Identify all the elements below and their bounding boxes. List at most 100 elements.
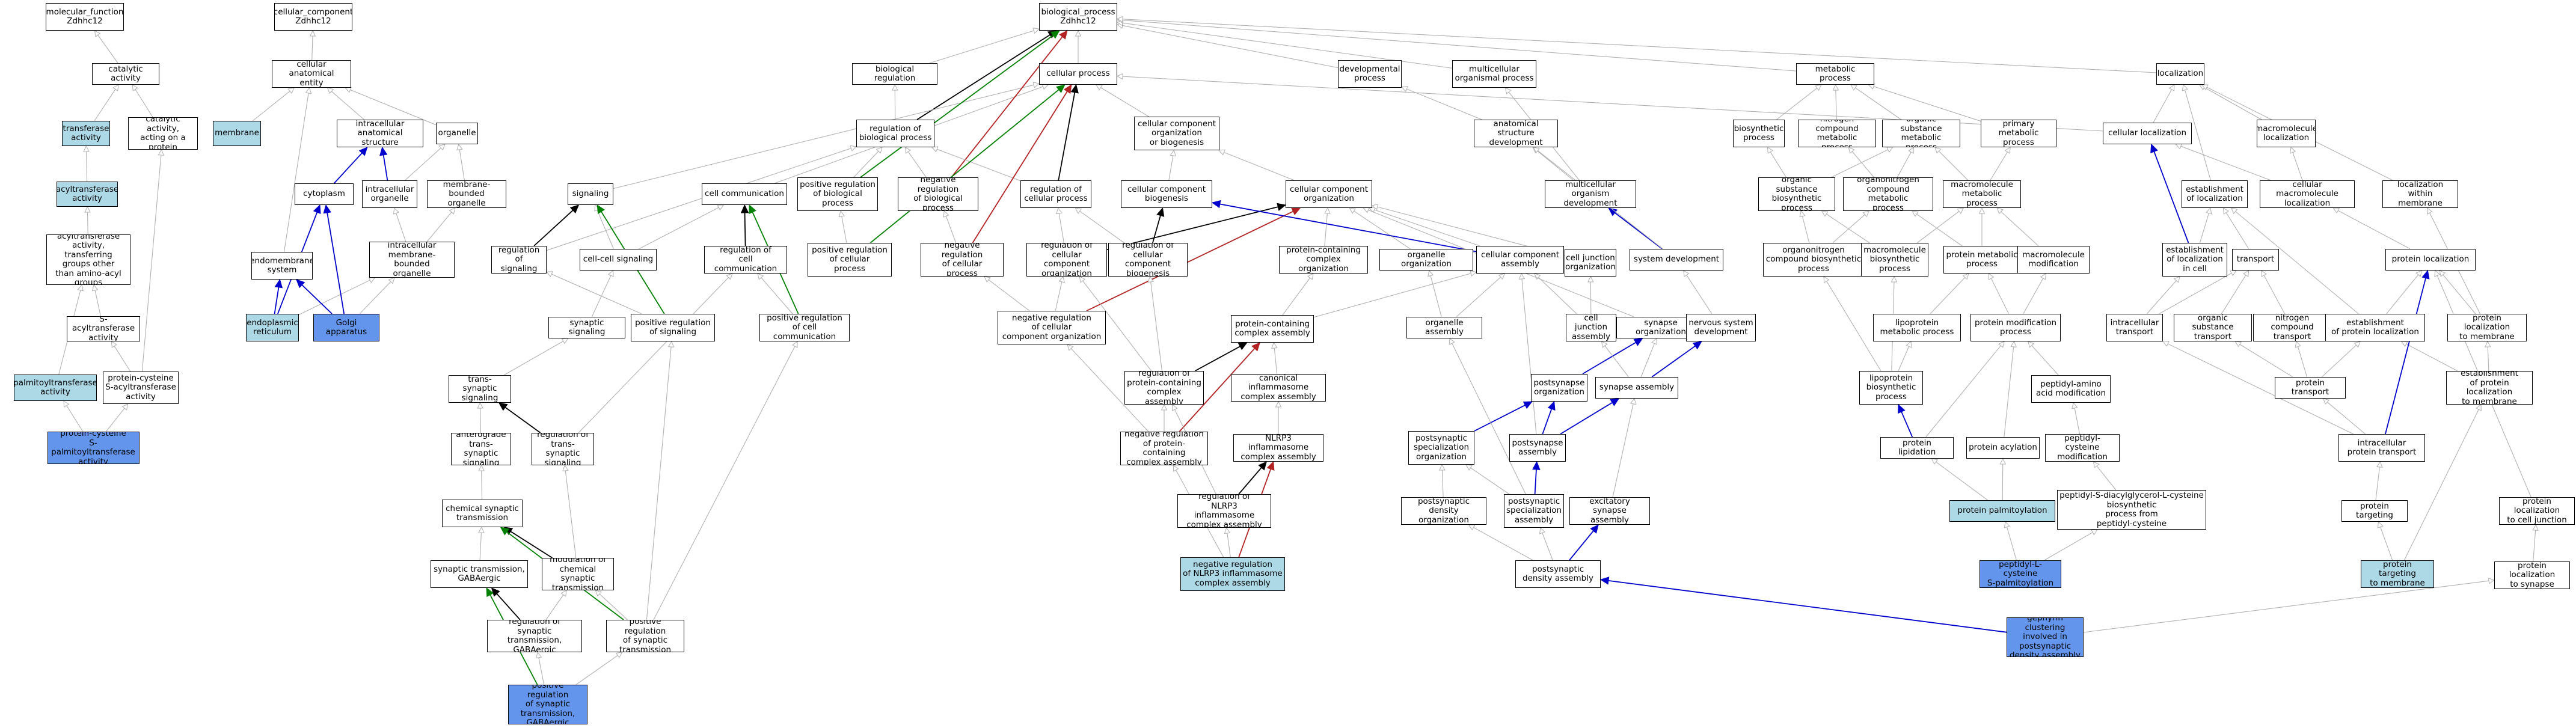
go-term-canon-inflam[interactable]: canonical inflammasome complex assembly: [1231, 374, 1326, 402]
go-term-membrane[interactable]: membrane: [213, 121, 261, 146]
go-term-syn-gaba[interactable]: synaptic transmission, GABAergic: [431, 560, 528, 588]
go-term-transferase[interactable]: transferase activity: [62, 121, 110, 146]
go-term-intra-transport[interactable]: intracellular transport: [2106, 314, 2163, 341]
go-term-palmitoyl-tr[interactable]: palmitoyltransferase activity: [14, 375, 97, 401]
go-term-s-acyl[interactable]: S-acyltransferase activity: [67, 316, 140, 341]
go-term-catalytic-protein[interactable]: catalytic activity, acting on a protein: [128, 117, 198, 150]
go-term-organonitro-metab[interactable]: organonitrogen compound metabolic proces…: [1843, 177, 1933, 211]
go-term-antero[interactable]: anterograde trans-synaptic signaling: [451, 433, 511, 465]
go-term-macromol-metab[interactable]: macromolecule metabolic process: [1943, 180, 2021, 208]
go-term-neg-reg-cell-proc[interactable]: negative regulation of cellular process: [921, 243, 1004, 277]
go-term-cc-root[interactable]: cellular_component Zdhhc12: [274, 3, 352, 31]
go-term-nlrp3-assembly[interactable]: NLRP3 inflammasome complex assembly: [1233, 434, 1323, 462]
go-term-organelle-assembly[interactable]: organelle assembly: [1406, 317, 1482, 338]
go-term-organonitro-biosyn[interactable]: organonitrogen compound biosynthetic pro…: [1763, 243, 1864, 277]
go-term-prot-cc-org[interactable]: protein-containing complex organization: [1279, 246, 1368, 274]
go-term-dev-proc[interactable]: developmental process: [1338, 60, 1402, 88]
go-term-cytoplasm[interactable]: cytoplasm: [295, 183, 354, 205]
go-term-org-sub-metab[interactable]: organic substance metabolic process: [1882, 120, 1960, 147]
go-term-org-sub-transport[interactable]: organic substance transport: [2174, 314, 2252, 341]
go-term-pos-reg-cell-comm[interactable]: positive regulation of cell communicatio…: [759, 314, 850, 341]
go-term-multi-dev[interactable]: multicellular organism development: [1545, 180, 1636, 208]
go-term-lipoprot-biosyn[interactable]: lipoprotein biosynthetic process: [1859, 371, 1923, 405]
go-term-est-prot-loc-mem[interactable]: establishment of protein localization to…: [2446, 371, 2533, 405]
go-term-postsyn-org[interactable]: postsynapse organization: [1531, 374, 1587, 402]
go-term-postsyn-spec-assembly[interactable]: postsynaptic specialization assembly: [1504, 494, 1564, 528]
go-term-n-comp-metab[interactable]: nitrogen compound metabolic process: [1798, 120, 1876, 147]
go-term-reg-pc-assembly[interactable]: regulation of protein-containing complex…: [1124, 371, 1204, 405]
go-term-pep-cys-mod[interactable]: peptidyl-cysteine modification: [2045, 434, 2120, 462]
go-term-reg-syn-gaba[interactable]: regulation of synaptic transmission, GAB…: [487, 620, 582, 652]
go-term-macromol-loc[interactable]: macromolecule localization: [2257, 120, 2316, 147]
go-term-reg-bp[interactable]: regulation of biological process: [856, 120, 934, 147]
go-term-postsyn-density-assembly[interactable]: postsynaptic density assembly: [1515, 560, 1601, 588]
go-term-transport[interactable]: transport: [2232, 249, 2279, 271]
go-term-anat-dev[interactable]: anatomical structure development: [1474, 120, 1558, 147]
go-term-multi-proc[interactable]: multicellular organismal process: [1452, 60, 1536, 88]
go-term-excit-syn-assembly[interactable]: excitatory synapse assembly: [1569, 497, 1650, 525]
go-term-prot-loc-mem[interactable]: protein localization to membrane: [2447, 314, 2527, 341]
go-term-neg-reg-bp[interactable]: negative regulation of biological proces…: [898, 177, 978, 211]
go-term-bio-reg[interactable]: biological regulation: [852, 63, 937, 85]
go-term-n-comp-transport[interactable]: nitrogen compound transport: [2253, 314, 2331, 341]
go-term-cc-biog[interactable]: cellular component biogenesis: [1121, 180, 1212, 208]
go-term-reg-cc-org[interactable]: regulation of cellular component organiz…: [1026, 243, 1107, 277]
go-term-neg-reg-pc-assembly[interactable]: negative regulation of protein-containin…: [1120, 432, 1208, 465]
go-term-cell-macromol-loc[interactable]: cellular macromolecule localization: [2260, 180, 2355, 208]
go-term-biosyn[interactable]: biosynthetic process: [1733, 120, 1785, 147]
go-term-prot-loc-cj[interactable]: protein localization to cell junction: [2499, 497, 2575, 525]
go-term-pos-reg-bp[interactable]: positive regulation of biological proces…: [797, 177, 878, 211]
go-term-endomem[interactable]: endomembrane system: [251, 252, 313, 280]
go-term-organelle[interactable]: organelle: [436, 123, 478, 144]
go-term-mem-bound[interactable]: membrane-bounded organelle: [427, 180, 506, 208]
go-term-cc-org-biog[interactable]: cellular component organization or bioge…: [1134, 117, 1219, 150]
go-term-pep-l-cys-palm[interactable]: peptidyl-L-cysteine S-palmitoylation: [1980, 560, 2061, 588]
go-term-reg-cell-comm[interactable]: regulation of cell communication: [704, 246, 787, 274]
go-term-pep-amino-mod[interactable]: peptidyl-amino acid modification: [2031, 375, 2111, 403]
go-term-prot-cc-assembly[interactable]: protein-containing complex assembly: [1231, 315, 1314, 343]
go-term-prot-target-mem[interactable]: protein targeting to membrane: [2361, 560, 2434, 588]
go-term-prot-loc[interactable]: protein localization: [2385, 249, 2476, 271]
go-term-macromol-mod[interactable]: macromolecule modification: [2017, 246, 2090, 274]
go-term-er[interactable]: endoplasmic reticulum: [246, 314, 299, 341]
go-term-organelle-org[interactable]: organelle organization: [1379, 249, 1473, 271]
go-term-acyl-other[interactable]: acyltransferase activity, transferring g…: [46, 234, 130, 285]
go-term-pos-reg-cell-proc[interactable]: positive regulation of cellular process: [808, 243, 892, 277]
go-term-acyltransferase[interactable]: acyltransferase activity: [57, 182, 118, 207]
go-term-reg-nlrp3[interactable]: regulation of NLRP3 inflammasome complex…: [1177, 494, 1271, 528]
go-term-metab[interactable]: metabolic process: [1796, 63, 1874, 85]
go-term-reg-cell-proc[interactable]: regulation of cellular process: [1020, 180, 1091, 208]
go-term-gephyrin[interactable]: gephyrin clustering involved in postsyna…: [2007, 617, 2084, 657]
go-term-mf[interactable]: molecular_function Zdhhc12: [46, 3, 124, 31]
go-term-localization[interactable]: localization: [2156, 63, 2204, 85]
go-term-intra-mem-bound[interactable]: intracellular membrane-bounded organelle: [369, 242, 455, 278]
go-term-reg-trans-syn[interactable]: regulation of trans-synaptic signaling: [532, 433, 594, 465]
go-term-pep-diacyl[interactable]: peptidyl-S-diacylglycerol-L-cysteine bio…: [2057, 490, 2206, 530]
go-term-prot-mod[interactable]: protein modification process: [1970, 314, 2061, 341]
go-term-syn-sig[interactable]: synaptic signaling: [548, 317, 625, 338]
go-term-pos-reg-syn-gaba[interactable]: positive regulation of synaptic transmis…: [508, 685, 587, 724]
go-term-est-loc-cell[interactable]: establishment of localization in cell: [2162, 243, 2227, 277]
go-term-loc-mem[interactable]: localization within membrane: [2382, 180, 2458, 208]
go-term-prot-lipid[interactable]: protein lipidation: [1880, 437, 1954, 459]
go-term-pos-reg-sig[interactable]: positive regulation of signaling: [631, 314, 715, 341]
go-term-cc-org[interactable]: cellular component organization: [1286, 180, 1372, 208]
go-term-nerv-dev[interactable]: nervous system development: [1686, 314, 1756, 341]
go-term-est-prot-loc[interactable]: establishment of protein localization: [2325, 314, 2425, 341]
go-term-postsyn-assembly[interactable]: postsynapse assembly: [1509, 434, 1566, 462]
go-term-est-loc[interactable]: establishment of localization: [2182, 180, 2248, 208]
go-term-cell-cell-sig[interactable]: cell-cell signaling: [580, 249, 657, 271]
go-term-prot-palm[interactable]: protein palmitoylation: [1949, 500, 2055, 522]
go-term-cj-org[interactable]: cell junction organization: [1565, 249, 1616, 277]
go-term-postsyn-spec-org[interactable]: postsynaptic specialization organization: [1408, 431, 1474, 465]
go-term-intra-prot-transport[interactable]: intracellular protein transport: [2338, 434, 2425, 462]
go-term-cell-proc[interactable]: cellular process: [1039, 63, 1117, 85]
go-term-cc-assembly[interactable]: cellular component assembly: [1476, 246, 1564, 274]
go-term-neg-reg-nlrp3[interactable]: negative regulation of NLRP3 inflammasom…: [1180, 557, 1285, 591]
go-term-intra-anat[interactable]: intracellular anatomical structure: [337, 120, 423, 147]
go-term-sys-dev[interactable]: system development: [1630, 249, 1723, 271]
go-term-org-sub-biosyn[interactable]: organic substance biosynthetic process: [1758, 177, 1835, 211]
go-term-prot-targeting[interactable]: protein targeting: [2341, 500, 2408, 522]
go-term-chem-syn[interactable]: chemical synaptic transmission: [442, 500, 523, 527]
go-term-prot-metab[interactable]: protein metabolic process: [1943, 246, 2020, 274]
